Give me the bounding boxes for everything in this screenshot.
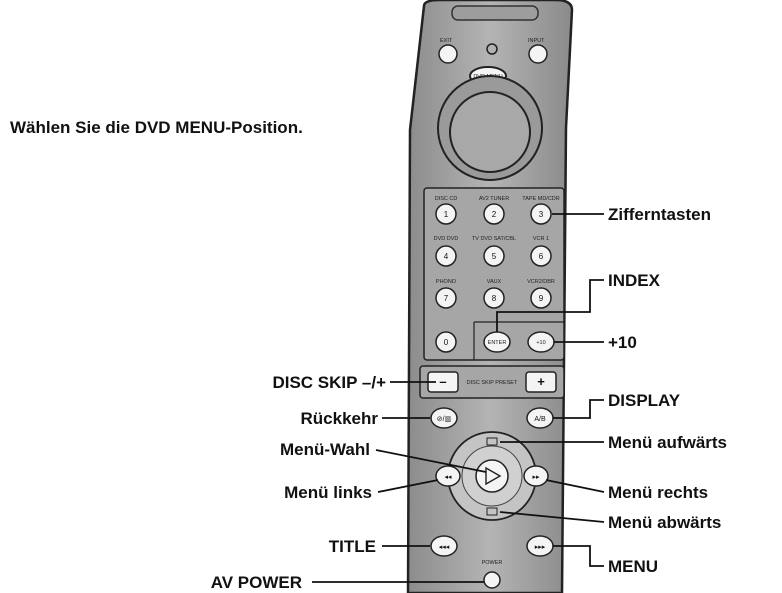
leader-menu	[553, 545, 604, 567]
number-button-8[interactable]: VAUX 8	[483, 279, 505, 309]
number-button-9[interactable]: VCR2/DBR 9	[527, 279, 555, 309]
number-button-5[interactable]: TV DVD SAT/CBL 5	[472, 236, 516, 267]
svg-text:8: 8	[492, 294, 497, 303]
instruction-caption: Wählen Sie die DVD MENU-Position.	[10, 118, 303, 137]
disc-skip-minus-button[interactable]: –	[427, 371, 459, 393]
leader-menue-abwaerts	[499, 511, 605, 523]
svg-text:4: 4	[444, 252, 449, 261]
leader-lines	[312, 213, 605, 583]
select-button[interactable]	[475, 459, 509, 493]
label-menue-rechts: Menü rechts	[608, 483, 708, 502]
input-button[interactable]: INPUT	[528, 38, 548, 64]
svg-text:▸▸▸: ▸▸▸	[535, 544, 546, 551]
svg-text:A/B: A/B	[534, 416, 546, 423]
svg-text:TV DVD SAT/CBL: TV DVD SAT/CBL	[472, 236, 516, 242]
svg-text:VCR2/DBR: VCR2/DBR	[527, 279, 555, 285]
label-av-power: AV POWER	[211, 573, 302, 592]
label-menu: MENU	[608, 557, 658, 576]
svg-text:◂◂: ◂◂	[444, 474, 452, 481]
number-button-3[interactable]: TAPE MD/CDR 3	[522, 196, 560, 225]
svg-text:⊘/▥: ⊘/▥	[437, 416, 451, 423]
svg-text:5: 5	[492, 252, 497, 261]
exit-button[interactable]: EXIT	[438, 38, 458, 64]
leader-menue-rechts	[545, 479, 605, 493]
label-plus10: +10	[608, 333, 637, 352]
menu-up-button[interactable]	[486, 437, 498, 446]
svg-text:VCR 1: VCR 1	[533, 236, 549, 242]
label-zifferntasten: Zifferntasten	[608, 205, 711, 224]
svg-text:0: 0	[444, 338, 449, 347]
svg-text:DISC CD: DISC CD	[435, 196, 458, 202]
av-power-button[interactable]	[483, 571, 501, 589]
number-pad-panel	[423, 187, 565, 361]
svg-text:ENTER: ENTER	[488, 340, 507, 346]
svg-text:INPUT: INPUT	[528, 38, 545, 44]
svg-text:PHONO: PHONO	[436, 279, 457, 285]
label-menue-aufwaerts: Menü aufwärts	[608, 433, 727, 452]
label-rueckkehr: Rückkehr	[301, 409, 379, 428]
svg-text:9: 9	[539, 294, 544, 303]
leader-menue-wahl	[375, 449, 487, 473]
number-button-0[interactable]: 0	[435, 331, 457, 353]
svg-text:◂◂◂: ◂◂◂	[439, 544, 450, 551]
number-button-6[interactable]: VCR 1 6	[530, 236, 552, 267]
svg-text:▸▸: ▸▸	[532, 474, 540, 481]
svg-text:+10: +10	[536, 340, 545, 346]
label-display: DISPLAY	[608, 391, 681, 410]
leader-display	[553, 399, 604, 419]
svg-text:AV2 TUNER: AV2 TUNER	[479, 196, 509, 202]
label-menue-links: Menü links	[284, 483, 372, 502]
plus10-button[interactable]: +10	[527, 331, 555, 353]
svg-text:2: 2	[492, 210, 497, 219]
svg-text:EXIT: EXIT	[440, 38, 453, 44]
label-index: INDEX	[608, 271, 661, 290]
menu-down-button[interactable]	[486, 507, 498, 516]
svg-text:1: 1	[444, 210, 449, 219]
menu-button[interactable]: ▸▸▸	[526, 535, 554, 557]
svg-text:DVD DVD: DVD DVD	[434, 236, 459, 242]
number-button-1[interactable]: DISC CD 1	[435, 196, 458, 225]
menu-right-button[interactable]: ▸▸	[523, 465, 549, 487]
menu-left-button[interactable]: ◂◂	[435, 465, 461, 487]
label-menue-wahl: Menü-Wahl	[280, 440, 370, 459]
enter-index-button[interactable]: ENTER	[483, 331, 511, 353]
title-button[interactable]: ◂◂◂	[430, 535, 458, 557]
svg-text:6: 6	[539, 252, 544, 261]
number-button-2[interactable]: AV2 TUNER 2	[479, 196, 509, 225]
disc-skip-plus-button[interactable]: +	[525, 371, 557, 393]
ir-window	[451, 5, 539, 21]
svg-text:VAUX: VAUX	[487, 279, 502, 285]
label-disc-skip: DISC SKIP –/+	[272, 373, 386, 392]
display-ab-button[interactable]: A/B	[526, 407, 554, 429]
number-button-4[interactable]: DVD DVD 4	[434, 236, 459, 267]
disc-skip-caption: DISC SKIP PRESET	[467, 380, 518, 386]
jog-dial[interactable]	[449, 91, 531, 173]
leader-index	[496, 279, 604, 332]
svg-text:–: –	[439, 374, 446, 389]
remote-control: EXIT INPUT DVD MENU DISC CD 1 AV2 TUNER …	[406, 0, 574, 593]
power-icon	[486, 43, 498, 55]
label-title: TITLE	[329, 537, 376, 556]
svg-text:+: +	[537, 374, 545, 389]
svg-text:TAPE MD/CDR: TAPE MD/CDR	[522, 196, 560, 202]
power-caption: POWER	[482, 560, 503, 566]
return-button[interactable]: ⊘/▥	[430, 407, 458, 429]
number-button-7[interactable]: PHONO 7	[435, 279, 457, 309]
svg-text:3: 3	[539, 210, 544, 219]
label-menue-abwaerts: Menü abwärts	[608, 513, 721, 532]
leader-menue-links	[377, 479, 439, 493]
svg-text:7: 7	[444, 294, 449, 303]
